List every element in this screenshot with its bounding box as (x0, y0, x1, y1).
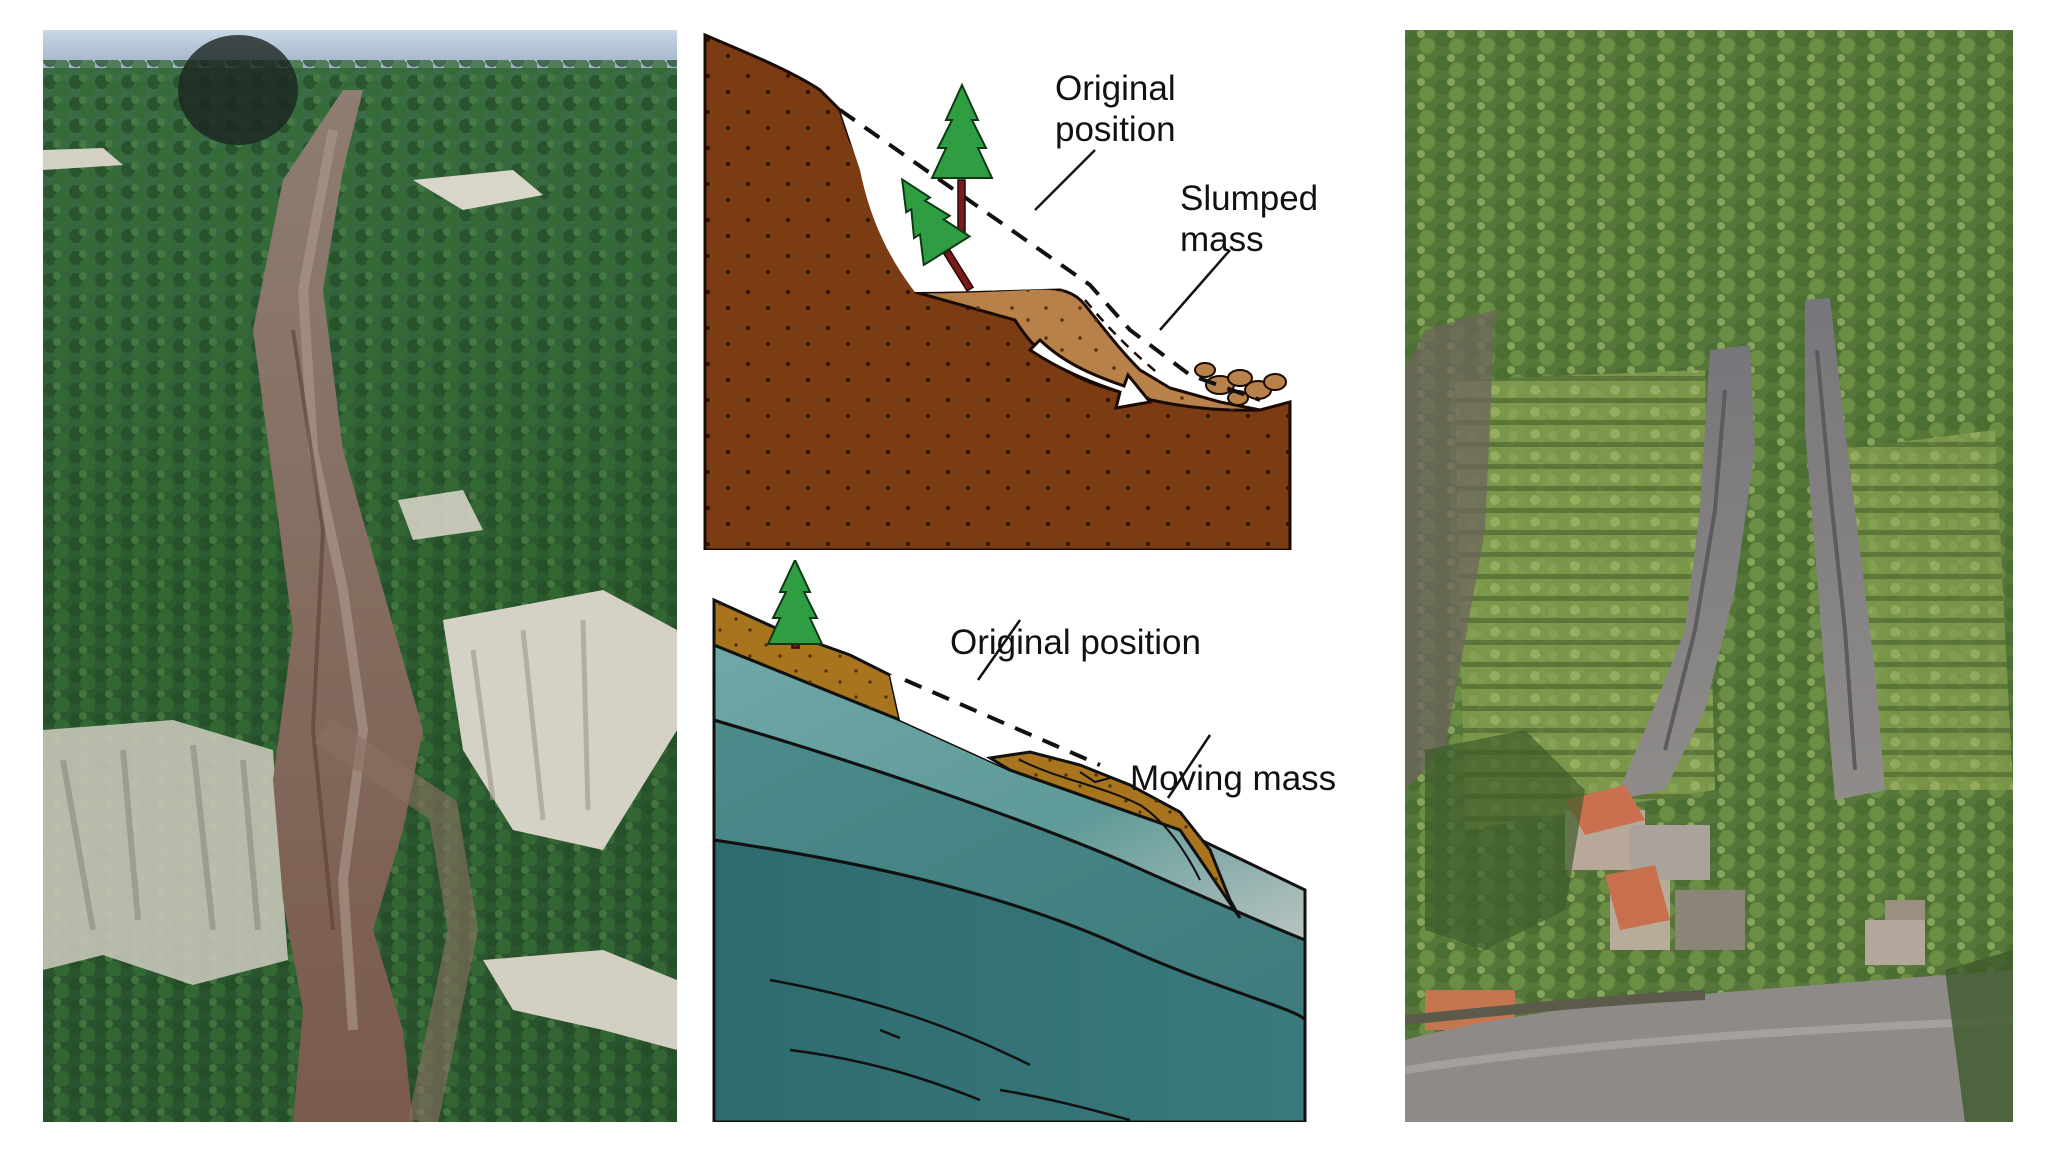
original-position-line (838, 108, 1261, 402)
slump-cross-section (703, 32, 1292, 550)
damaged-houses (1425, 785, 1925, 1030)
slump-diagram: Original position Slumped mass (700, 30, 1380, 550)
slide-diagram: Original position Moving mass (700, 560, 1400, 1122)
slide-label-original-position: Original position (950, 623, 1201, 662)
slide-cross-section (712, 560, 1307, 1122)
riverbed (1405, 970, 2013, 1122)
slump-label-slumped-mass: Slumped mass (1180, 179, 1319, 259)
right-photo-illustration (1405, 30, 2013, 1122)
slide-original-position-line (904, 678, 1101, 767)
right-landslide-photo (1405, 30, 2013, 1122)
bedrock-layer-upper (712, 642, 1307, 943)
left-landslide-photo (43, 30, 677, 1122)
scarp-void (840, 110, 1085, 292)
movement-arrow (1027, 337, 1153, 410)
slide-label-moving-mass: Moving mass (1130, 759, 1337, 798)
tree-top (766, 560, 824, 649)
tree-tilted (900, 177, 975, 293)
left-photo-illustration (43, 30, 677, 1122)
slump-label-original-position: Original position (1055, 69, 1176, 149)
toe-debris (1194, 362, 1287, 406)
